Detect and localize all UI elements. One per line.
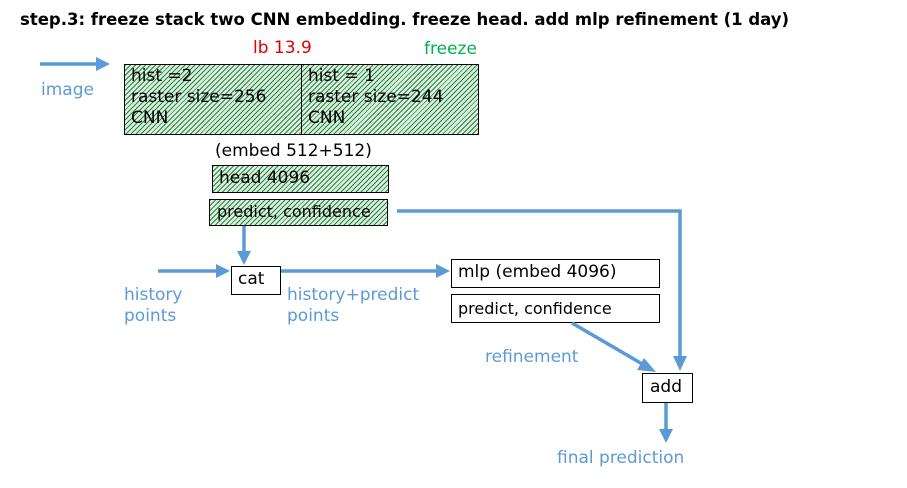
mlp-box: mlp (embed 4096) bbox=[451, 259, 660, 288]
cnn-block-1-type: CNN bbox=[131, 108, 169, 128]
history-points-line-2: points bbox=[124, 306, 177, 326]
predict-to-cat-arrowhead bbox=[237, 251, 251, 265]
cnn-block-1-hist: hist =2 bbox=[131, 66, 193, 86]
frozen-predict-to-add-arrow bbox=[397, 209, 682, 358]
cat-box: cat bbox=[231, 266, 281, 295]
predict-confidence-refine-box: predict, confidence bbox=[451, 294, 660, 323]
cnn-block-1: hist =2 raster size=256 CNN bbox=[125, 65, 302, 134]
cnn-stack: hist =2 raster size=256 CNN hist = 1 ras… bbox=[124, 64, 479, 135]
lb-score-label: lb 13.9 bbox=[253, 38, 312, 58]
cnn-block-2-raster: raster size=244 bbox=[308, 87, 444, 107]
cnn-block-2: hist = 1 raster size=244 CNN bbox=[302, 65, 478, 134]
embed-label: (embed 512+512) bbox=[215, 141, 372, 161]
cnn-block-2-type: CNN bbox=[308, 108, 346, 128]
history-points-line-1: history bbox=[124, 285, 183, 305]
page-title: step.3: freeze stack two CNN embedding. … bbox=[20, 10, 790, 29]
history-to-cat-arrowhead bbox=[216, 264, 230, 278]
head-box: head 4096 bbox=[212, 165, 389, 193]
final-prediction-label: final prediction bbox=[557, 448, 685, 468]
add-box: add bbox=[642, 373, 693, 403]
predict-confidence-frozen-box: predict, confidence bbox=[209, 199, 388, 226]
history-predict-points-line-2: points bbox=[287, 306, 340, 326]
freeze-label: freeze bbox=[424, 39, 477, 59]
cnn-block-1-raster: raster size=256 bbox=[131, 87, 267, 107]
history-predict-points-line-1: history+predict bbox=[287, 285, 420, 305]
cnn-block-2-hist: hist = 1 bbox=[308, 66, 375, 86]
refinement-label: refinement bbox=[485, 347, 579, 367]
image-label: image bbox=[41, 80, 94, 100]
history-predict-points-label: history+predict points bbox=[287, 285, 419, 327]
frozen-predict-to-add-arrowhead bbox=[673, 356, 687, 371]
refinement-arrowhead bbox=[637, 358, 656, 372]
history-points-label: history points bbox=[124, 285, 182, 327]
refinement-arrow bbox=[571, 321, 645, 367]
add-to-final-arrowhead bbox=[659, 429, 673, 443]
cat-to-mlp-arrowhead bbox=[436, 264, 450, 278]
image-arrowhead bbox=[96, 57, 110, 71]
